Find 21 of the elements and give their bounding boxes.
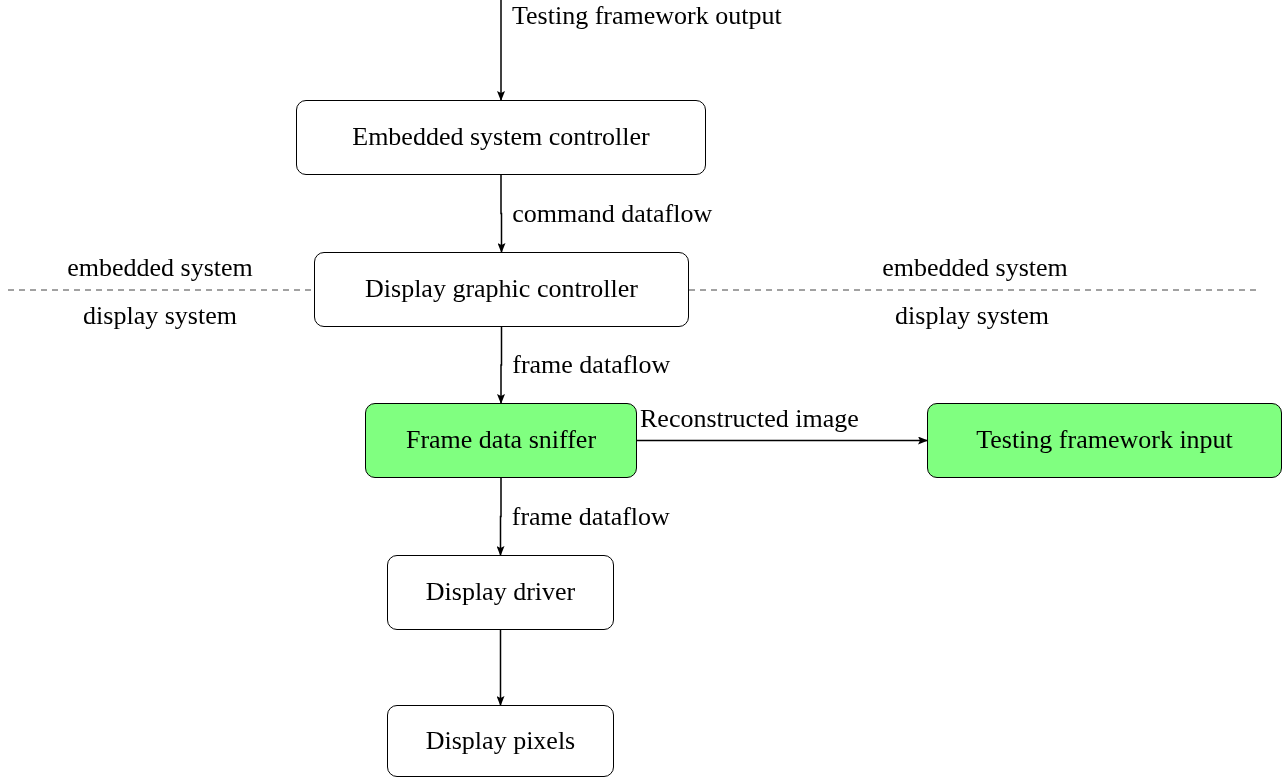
process-box: Embedded system controller <box>296 100 706 175</box>
process-box: Display pixels <box>387 705 614 777</box>
edge-label: Testing framework output <box>512 0 782 32</box>
process-box: Frame data sniffer <box>365 403 637 478</box>
edge-label: Reconstructed image <box>640 402 859 435</box>
arrow <box>496 477 505 556</box>
arrow <box>496 629 505 706</box>
region-label: display system <box>82 300 238 332</box>
edge-label: command dataflow <box>512 197 713 230</box>
arrow <box>636 436 928 445</box>
process-box: Display driver <box>387 555 614 630</box>
arrow <box>497 174 506 253</box>
edge-label: frame dataflow <box>512 349 671 381</box>
edge-label: frame dataflow <box>511 500 670 533</box>
arrow <box>497 326 505 404</box>
region-label: embedded system <box>66 252 254 284</box>
process-box: Testing framework input <box>927 403 1282 478</box>
process-box: Display graphic controller <box>314 252 689 327</box>
region-label: display system <box>894 300 1050 332</box>
arrow <box>497 0 505 101</box>
region-label: embedded system <box>881 252 1069 284</box>
